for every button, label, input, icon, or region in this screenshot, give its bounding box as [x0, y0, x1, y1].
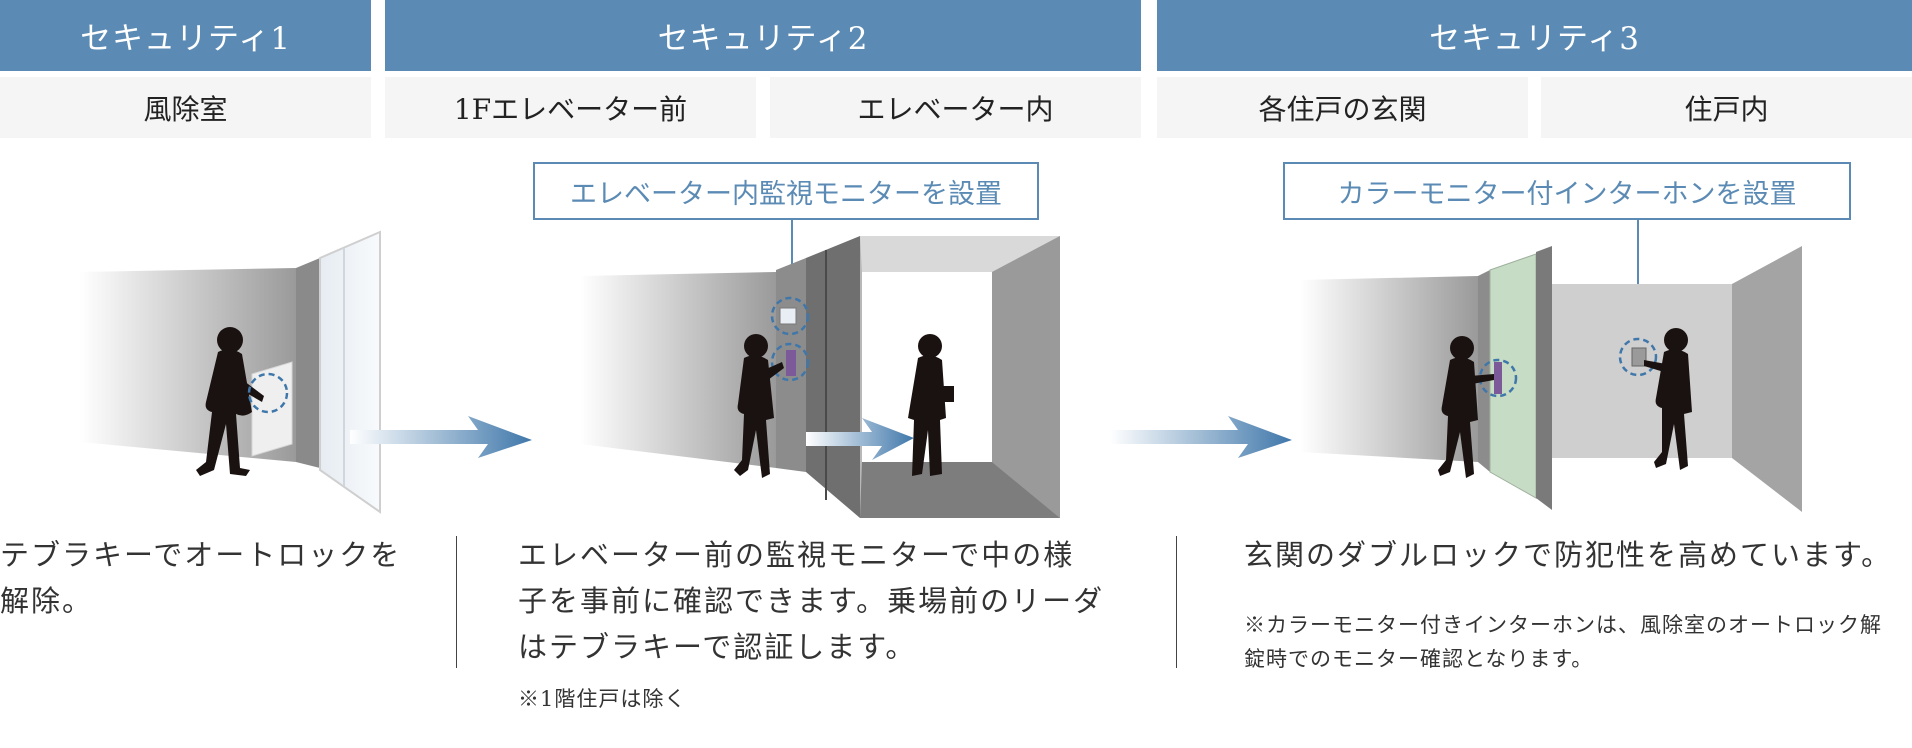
note-security-2: ※1階住戸は除く [518, 687, 687, 711]
divider-2 [1176, 536, 1177, 668]
sub-header-unit-entrance: 各住戸の玄関 [1157, 77, 1528, 138]
reader-icon [786, 350, 796, 376]
sub-header-vestibule: 風除室 [0, 77, 371, 138]
flow-arrow-2 [806, 418, 914, 460]
scene-unit [1300, 246, 1802, 512]
scene-vestibule [80, 230, 381, 514]
callout-color-intercom: カラーモニター付インターホンを設置 [1283, 162, 1851, 220]
sub-header-elevator-inside: エレベーター内 [770, 77, 1141, 138]
description-security-3: 玄関のダブルロックで防犯性を高めています。 [1244, 538, 1893, 572]
reader-highlight-1 [247, 372, 289, 414]
description-security-2: エレベーター前の監視モニターで中の様 子を事前に確認できます。乗場前のリーダ は… [518, 538, 1105, 664]
section-1-header: セキュリティ1 [0, 0, 371, 71]
sub-header-unit-inside: 住戸内 [1541, 77, 1912, 138]
person-silhouette [196, 327, 264, 476]
section-2-header: セキュリティ2 [385, 0, 1141, 71]
callout-elevator-monitor: エレベーター内監視モニターを設置 [533, 162, 1039, 220]
flow-arrow-1 [350, 416, 532, 458]
intercom-icon [1631, 347, 1647, 367]
section-3-header: セキュリティ3 [1157, 0, 1912, 71]
monitor-icon [779, 307, 797, 325]
flow-arrow-3 [1110, 416, 1292, 458]
divider-1 [456, 536, 457, 668]
sub-header-elevator-front: 1Fエレベーター前 [385, 77, 756, 138]
note-security-3: ※カラーモニター付きインターホンは、風除室のオートロック解 錠時でのモニター確認… [1244, 613, 1882, 671]
scene-elevator [580, 236, 1060, 518]
description-security-1: テブラキーでオートロックを 解除。 [0, 538, 402, 618]
